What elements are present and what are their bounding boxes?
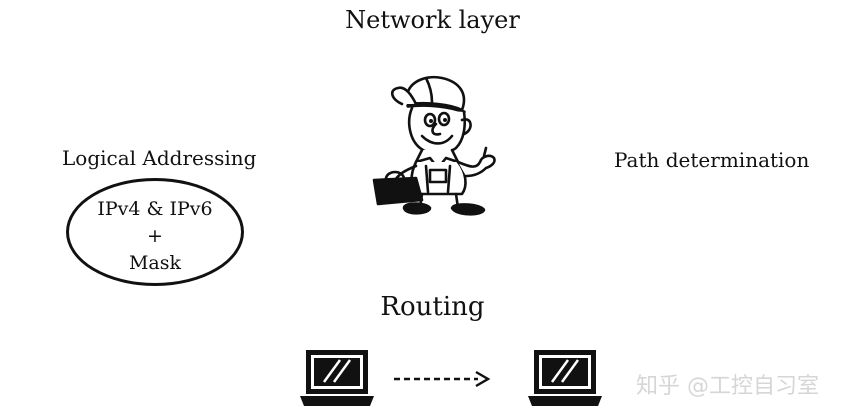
laptop-icon-left	[300, 350, 374, 406]
oval-line-plus: +	[147, 225, 163, 247]
path-determination-label: Path determination	[614, 148, 810, 172]
watermark: 知乎 @工控自习室	[636, 374, 819, 399]
diagram-title: Network layer	[345, 6, 520, 34]
worker-cartoon-icon	[372, 75, 496, 216]
oval-text: IPv4 & IPv6 + Mask	[66, 196, 244, 277]
routing-label: Routing	[380, 292, 485, 322]
oval-line-mask: Mask	[128, 252, 182, 274]
dashed-arrow-icon	[394, 370, 491, 388]
oval-line-ip-versions: IPv4 & IPv6	[97, 198, 213, 220]
address-oval	[66, 178, 244, 286]
logical-addressing-label: Logical Addressing	[62, 146, 257, 170]
laptop-icon-right	[528, 350, 602, 406]
